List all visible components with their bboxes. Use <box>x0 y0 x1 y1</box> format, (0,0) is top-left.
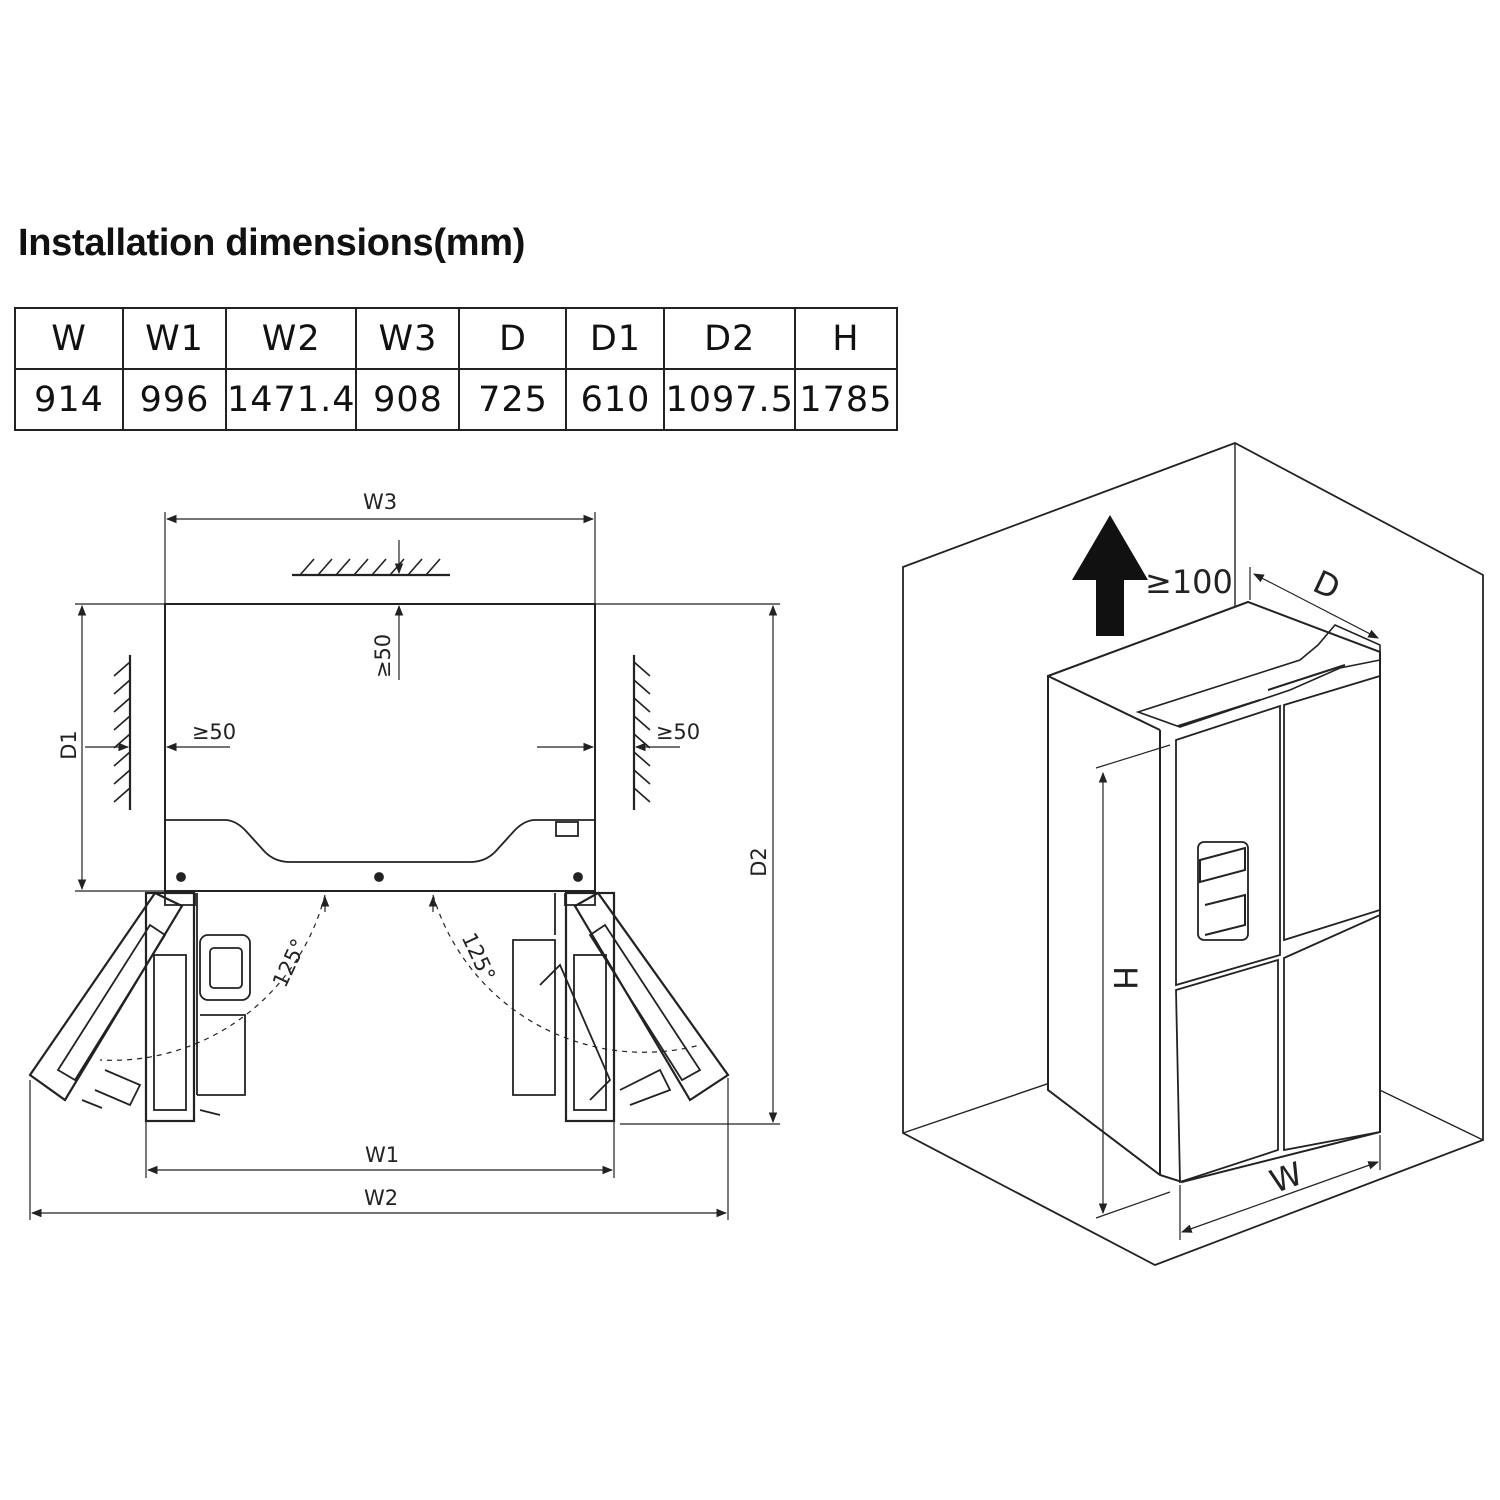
d-dimension-line <box>1253 573 1379 639</box>
perspective-view <box>902 442 1484 1266</box>
value-cell: 1785 <box>793 368 898 431</box>
value-cell: 996 <box>122 368 227 431</box>
value-cell: 1471.4 <box>224 368 358 431</box>
header-cell: D2 <box>663 307 796 370</box>
left-clearance-label: ≥50 <box>192 720 236 744</box>
header-cell: H <box>793 307 898 370</box>
left-door-assembly <box>28 891 251 1123</box>
table-header-row: W W1 W2 W3 D D1 D2 H <box>14 307 898 370</box>
fridge-3d <box>1047 600 1381 1184</box>
value-cell: 725 <box>458 368 568 431</box>
header-cell: D <box>458 307 568 370</box>
value-cell: 1097.5 <box>663 368 796 431</box>
dimensions-table: W W1 W2 W3 D D1 D2 H 914 996 1471.4 908 … <box>14 307 898 431</box>
header-cell: W1 <box>122 307 227 370</box>
header-cell: D1 <box>565 307 666 370</box>
top-view <box>28 512 780 1220</box>
d1-label: D1 <box>57 730 81 760</box>
d-label: D <box>1307 563 1345 608</box>
back-wall <box>292 558 450 577</box>
header-cell: W <box>14 307 124 370</box>
right-angle-arc <box>432 894 701 1053</box>
right-door-assembly <box>512 891 730 1123</box>
right-angle-label: 125° <box>457 929 500 985</box>
water-dispenser-icon <box>1197 841 1249 941</box>
w1-label: W1 <box>365 1143 399 1167</box>
d2-label: D2 <box>747 847 771 877</box>
left-wall <box>113 655 132 810</box>
value-cell: 914 <box>14 368 124 431</box>
value-cell: 908 <box>355 368 461 431</box>
header-cell: W3 <box>355 307 461 370</box>
page-title: Installation dimensions(mm) <box>18 222 526 264</box>
w-label: W <box>1265 1154 1308 1201</box>
value-cell: 610 <box>565 368 666 431</box>
w3-label: W3 <box>363 490 397 514</box>
h-label: H <box>1106 966 1144 990</box>
right-wall <box>632 655 651 810</box>
table-value-row: 914 996 1471.4 908 725 610 1097.5 1785 <box>14 368 898 431</box>
left-angle-label: 125° <box>268 935 311 991</box>
w2-label: W2 <box>364 1186 398 1210</box>
w-dimension-line <box>1180 1161 1380 1233</box>
top-clearance-arrow-icon <box>1072 515 1148 636</box>
header-cell: W2 <box>224 307 358 370</box>
top-clearance-label: ≥100 <box>1145 563 1233 601</box>
left-angle-arc <box>99 894 326 1061</box>
back-clearance-label: ≥50 <box>371 634 395 678</box>
right-clearance-label: ≥50 <box>656 720 700 744</box>
door-hinge-rail <box>164 819 596 892</box>
